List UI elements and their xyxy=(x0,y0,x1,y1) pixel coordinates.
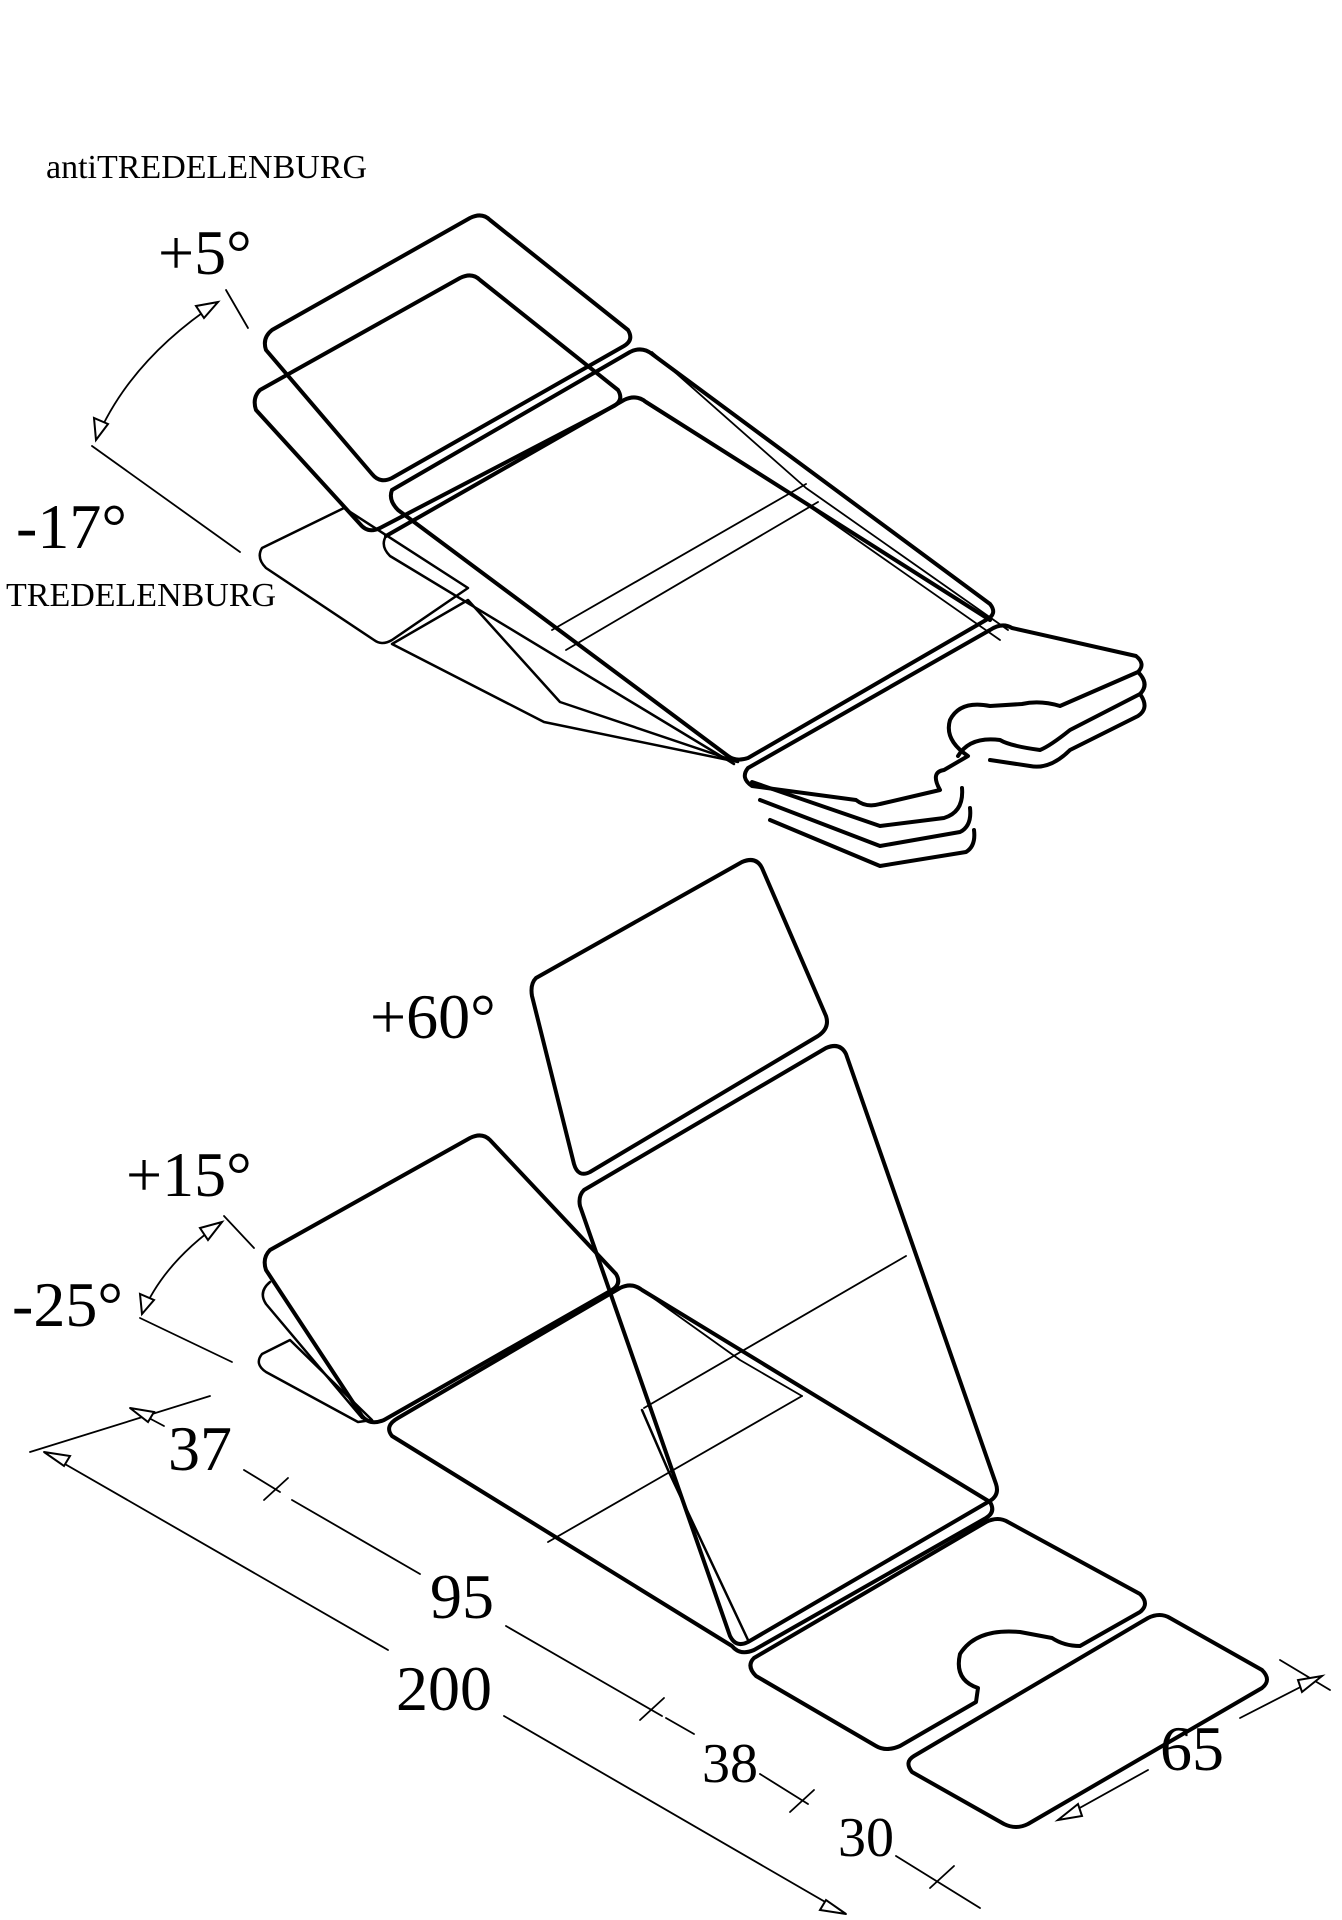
bottom-seat-diag xyxy=(641,1289,803,1397)
bottom-leg-panel-flat xyxy=(257,1338,374,1424)
top-angle-arrow-lower xyxy=(92,416,110,443)
top-table-assembly xyxy=(252,213,1147,868)
dim-200-arrow-left xyxy=(43,1451,72,1468)
top-flat-panel xyxy=(390,598,740,764)
bottom-back-side-edge xyxy=(640,1408,750,1642)
bottom-angle-arrow-lower xyxy=(138,1292,156,1317)
angle-minus17-label: -17° xyxy=(16,491,127,562)
dim-95-label: 95 xyxy=(430,1561,494,1632)
top-angle-ref-lower xyxy=(91,445,241,553)
antitredelenburg-label: antiTREDELENBURG xyxy=(46,149,367,186)
dim-95-line-right xyxy=(505,1625,663,1717)
dim-extension-left xyxy=(29,1395,211,1453)
dim-37-tick xyxy=(263,1477,289,1501)
top-back-crossline xyxy=(551,483,807,631)
top-angle-indicator xyxy=(91,289,249,553)
dim-38-tick xyxy=(789,1789,815,1813)
dim-30-line xyxy=(895,1855,981,1909)
angle-plus15-label: +15° xyxy=(126,1139,252,1210)
angle-minus25-label: -25° xyxy=(12,1269,123,1340)
bottom-seat-crossline xyxy=(547,1395,803,1543)
dimension-lines xyxy=(29,1395,1331,1915)
dim-30-tick xyxy=(929,1865,955,1889)
top-angle-ref-upper xyxy=(225,289,249,329)
bottom-leg-panel-upper xyxy=(262,1133,621,1425)
tredelenburg-label: TREDELENBURG xyxy=(6,577,276,614)
dim-37-arrow-left xyxy=(129,1407,156,1424)
top-side-edge xyxy=(651,351,1009,631)
dim-200-line-right xyxy=(503,1715,847,1915)
dim-95-line-left xyxy=(291,1499,421,1575)
dim-38-line-right xyxy=(759,1773,809,1805)
dim-200-label: 200 xyxy=(396,1653,492,1724)
dim-38-line-left xyxy=(665,1717,695,1735)
top-head-panel-tred xyxy=(258,506,470,645)
top-back-panel-upper xyxy=(388,347,996,762)
top-angle-arc xyxy=(95,301,219,441)
bottom-angle-indicator xyxy=(138,1215,255,1363)
top-back-panel-side xyxy=(382,534,736,766)
dim-37-line-right xyxy=(243,1469,281,1493)
bottom-leg-panel-lower xyxy=(261,1280,364,1420)
bottom-foot-panel xyxy=(748,1517,1147,1751)
angle-plus60-label: +60° xyxy=(370,981,496,1052)
top-leg-panel-mid xyxy=(750,670,1147,828)
dim-38-label: 38 xyxy=(702,1733,758,1795)
dim-37-label: 37 xyxy=(168,1413,232,1484)
dim-65-arrow-right xyxy=(1296,1674,1326,1694)
bottom-angle-ref-upper xyxy=(223,1215,255,1249)
bottom-table-assembly xyxy=(257,858,1269,1829)
top-leg-panel-bottom xyxy=(768,818,977,868)
top-head-panel-upper xyxy=(262,213,633,483)
bottom-back-crossline xyxy=(643,1255,907,1409)
top-leg-panel-lower xyxy=(758,692,1147,848)
bottom-angle-arrow-upper xyxy=(198,1220,225,1242)
dim-95-tick xyxy=(639,1697,665,1721)
top-back-panel-lower xyxy=(384,395,992,622)
dim-200-line-left xyxy=(43,1451,389,1651)
dim-65-arrow-left xyxy=(1054,1802,1084,1822)
bottom-seat-panel xyxy=(387,1283,995,1655)
bottom-head-panel xyxy=(529,858,829,1176)
bottom-foot-extension xyxy=(906,1613,1269,1829)
angle-plus5-label: +5° xyxy=(158,217,252,288)
dim-65-label: 65 xyxy=(1160,1713,1224,1784)
bottom-angle-ref-lower xyxy=(139,1317,233,1363)
top-angle-arrow-upper xyxy=(194,300,221,320)
top-back-crossline-2 xyxy=(565,501,819,651)
dim-30-label: 30 xyxy=(838,1807,894,1869)
top-leg-panel-upper xyxy=(742,623,1144,808)
dim-65-ext-right xyxy=(1279,1659,1331,1691)
top-side-edge-2 xyxy=(643,401,1001,641)
dim-200-arrow-right xyxy=(818,1898,847,1915)
